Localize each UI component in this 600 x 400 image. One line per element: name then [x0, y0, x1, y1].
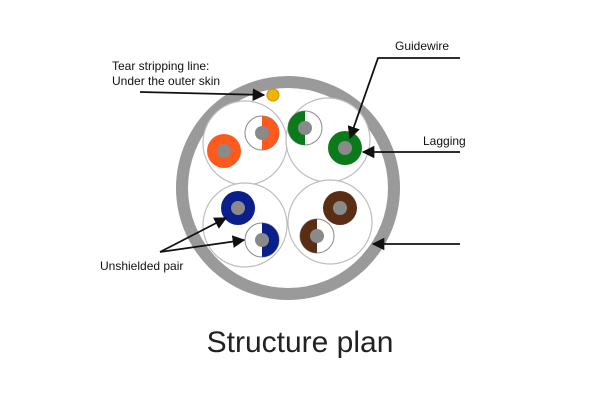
unshielded-pair-leader-2	[159, 235, 246, 253]
pair-orange	[207, 115, 280, 168]
tear-stripping-wire	[266, 88, 280, 102]
conductor-core	[333, 201, 347, 215]
pair-brown	[299, 191, 357, 254]
unshielded-pair-label: Unshielded pair	[100, 259, 183, 273]
guidewire-label: Guidewire	[395, 39, 449, 53]
pair-green	[287, 110, 362, 165]
tear-line-leader	[139, 88, 266, 102]
pair-group-bottom-right	[287, 179, 373, 265]
lagging-label: Lagging	[423, 134, 466, 148]
conductor-core	[298, 121, 312, 135]
diagram-caption: Structure plan	[206, 326, 394, 359]
unshielded-pair-leader-1	[159, 217, 228, 253]
tear-line-label-1: Tear stripping line:	[112, 59, 209, 73]
conductor-core	[255, 126, 269, 140]
conductor-core	[217, 144, 231, 158]
conductor-core	[255, 233, 269, 247]
conductor-core	[231, 201, 245, 215]
guidewire-leader	[347, 57, 460, 140]
conductor-core	[338, 141, 352, 155]
conductor-core	[310, 229, 324, 243]
pair-blue	[221, 191, 280, 258]
tear-line-label-2: Under the outer skin	[112, 74, 220, 88]
outer-jacket	[176, 76, 400, 300]
